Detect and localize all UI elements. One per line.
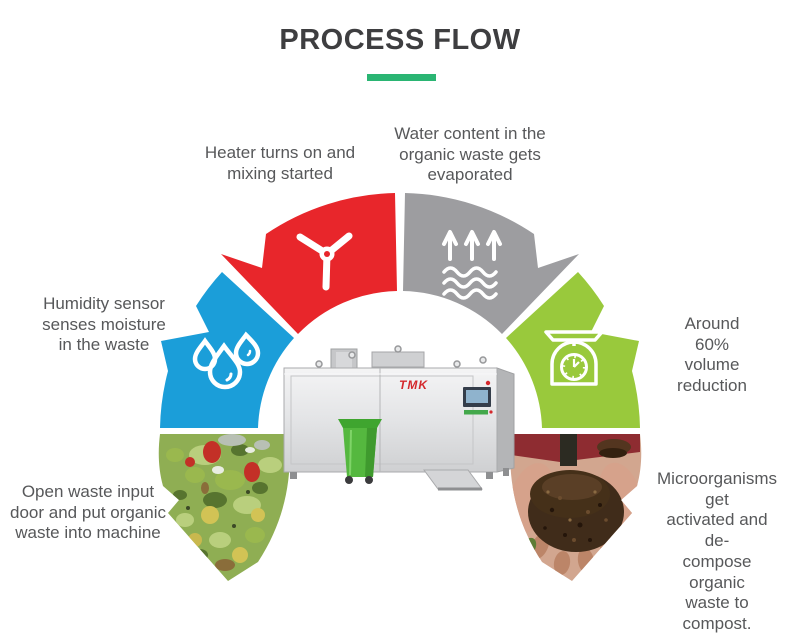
machine-control-panel <box>463 380 493 415</box>
evaporation-icon <box>442 230 502 300</box>
mixing-fan-icon <box>296 232 353 291</box>
title-underline <box>367 74 436 81</box>
machine-side-face <box>496 367 515 473</box>
page-title: PROCESS FLOW <box>279 24 521 56</box>
weighing-scale-icon <box>544 330 604 386</box>
label-heater-mixing: Heater turns on and mixing started <box>204 143 356 183</box>
label-compost-output: Microorganisms get activated and de- com… <box>657 469 777 638</box>
compost-hands-texture <box>510 434 642 575</box>
label-waste-input: Open waste input door and put organic wa… <box>10 482 166 543</box>
water-drops-icon <box>192 331 261 390</box>
machine-output-tray <box>423 469 483 491</box>
vegetable-waste-texture <box>166 434 282 571</box>
label-volume-reduction: Around 60% volume reduction <box>677 314 747 396</box>
machine-brand-logo: TMK <box>399 378 428 392</box>
machine-eye-bolts <box>315 345 487 368</box>
photo-compost-in-hands <box>510 434 642 581</box>
green-waste-bin <box>338 419 382 484</box>
label-humidity-sensor: Humidity sensor senses moisture in the w… <box>42 294 166 355</box>
machine-feet <box>290 468 509 479</box>
label-evaporation: Water content in the organic waste gets … <box>394 124 546 185</box>
segment-evaporation <box>403 193 579 334</box>
machine-hopper-top <box>371 351 425 368</box>
photo-organic-waste <box>158 434 290 581</box>
composting-machine: TMK <box>283 345 515 491</box>
segment-volume-reduction <box>506 272 640 428</box>
segment-heater-mixing <box>221 193 397 334</box>
machine-body <box>283 367 498 473</box>
